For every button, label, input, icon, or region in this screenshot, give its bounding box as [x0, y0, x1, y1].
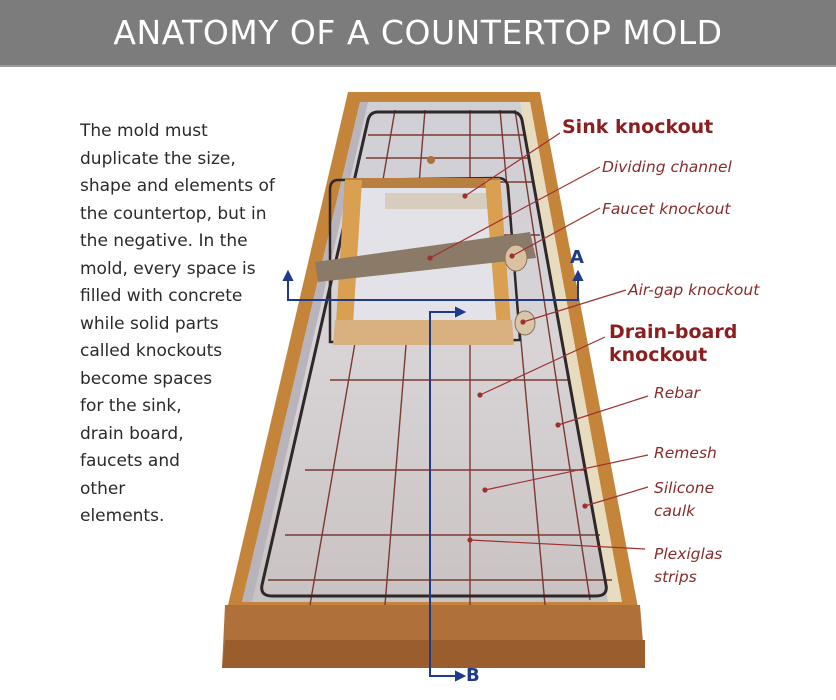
label-remesh: Remesh: [654, 444, 717, 462]
section-marker-b: B: [466, 665, 480, 686]
label-plexiglas-strips-line1: Plexiglas: [654, 545, 723, 563]
description-line: the countertop, but in: [80, 203, 267, 224]
dividing-channel: [315, 232, 536, 282]
description-text: The mold must duplicate the size, shape …: [80, 118, 320, 531]
description-line: mold, every space is: [80, 258, 256, 279]
drain-marker: [427, 156, 435, 164]
description-line: filled with concrete: [80, 286, 243, 306]
description-line: while solid parts: [80, 313, 219, 334]
label-sink-knockout: Sink knockout: [562, 116, 714, 138]
description-line: for the sink,: [80, 396, 182, 416]
faucet-knockout: [504, 244, 528, 272]
section-marker-a: A: [570, 247, 584, 268]
label-air-gap-knockout: Air-gap knockout: [628, 281, 760, 299]
description-line: become spaces: [80, 368, 213, 389]
label-silicone-caulk-line2: caulk: [654, 502, 696, 520]
label-drain-board-knockout-line1: Drain-board: [609, 321, 738, 343]
description-line: the negative. In the: [80, 231, 248, 251]
description-line: called knockouts: [80, 341, 223, 361]
description-line: elements.: [80, 506, 165, 526]
page-title: ANATOMY OF A COUNTERTOP MOLD: [113, 13, 723, 52]
rebar-loop: [260, 110, 608, 598]
title-banner: ANATOMY OF A COUNTERTOP MOLD: [0, 0, 836, 67]
description-line: faucets and: [80, 451, 180, 471]
description-line: The mold must: [80, 121, 208, 141]
label-plexiglas-strips-line2: strips: [654, 568, 697, 586]
label-dividing-channel: Dividing channel: [602, 158, 732, 176]
label-drain-board-knockout-line2: knockout: [609, 344, 708, 366]
description-line: duplicate the size,: [80, 148, 236, 169]
label-silicone-caulk-line1: Silicone: [654, 479, 715, 497]
description-line: shape and elements of: [80, 176, 275, 196]
description-line: drain board,: [80, 423, 184, 444]
mold-frame: [222, 92, 645, 668]
label-faucet-knockout: Faucet knockout: [602, 200, 731, 218]
label-rebar: Rebar: [654, 384, 701, 402]
section-lines: [282, 269, 584, 682]
description-line: other: [80, 478, 126, 499]
leader-lines: [427, 132, 649, 550]
